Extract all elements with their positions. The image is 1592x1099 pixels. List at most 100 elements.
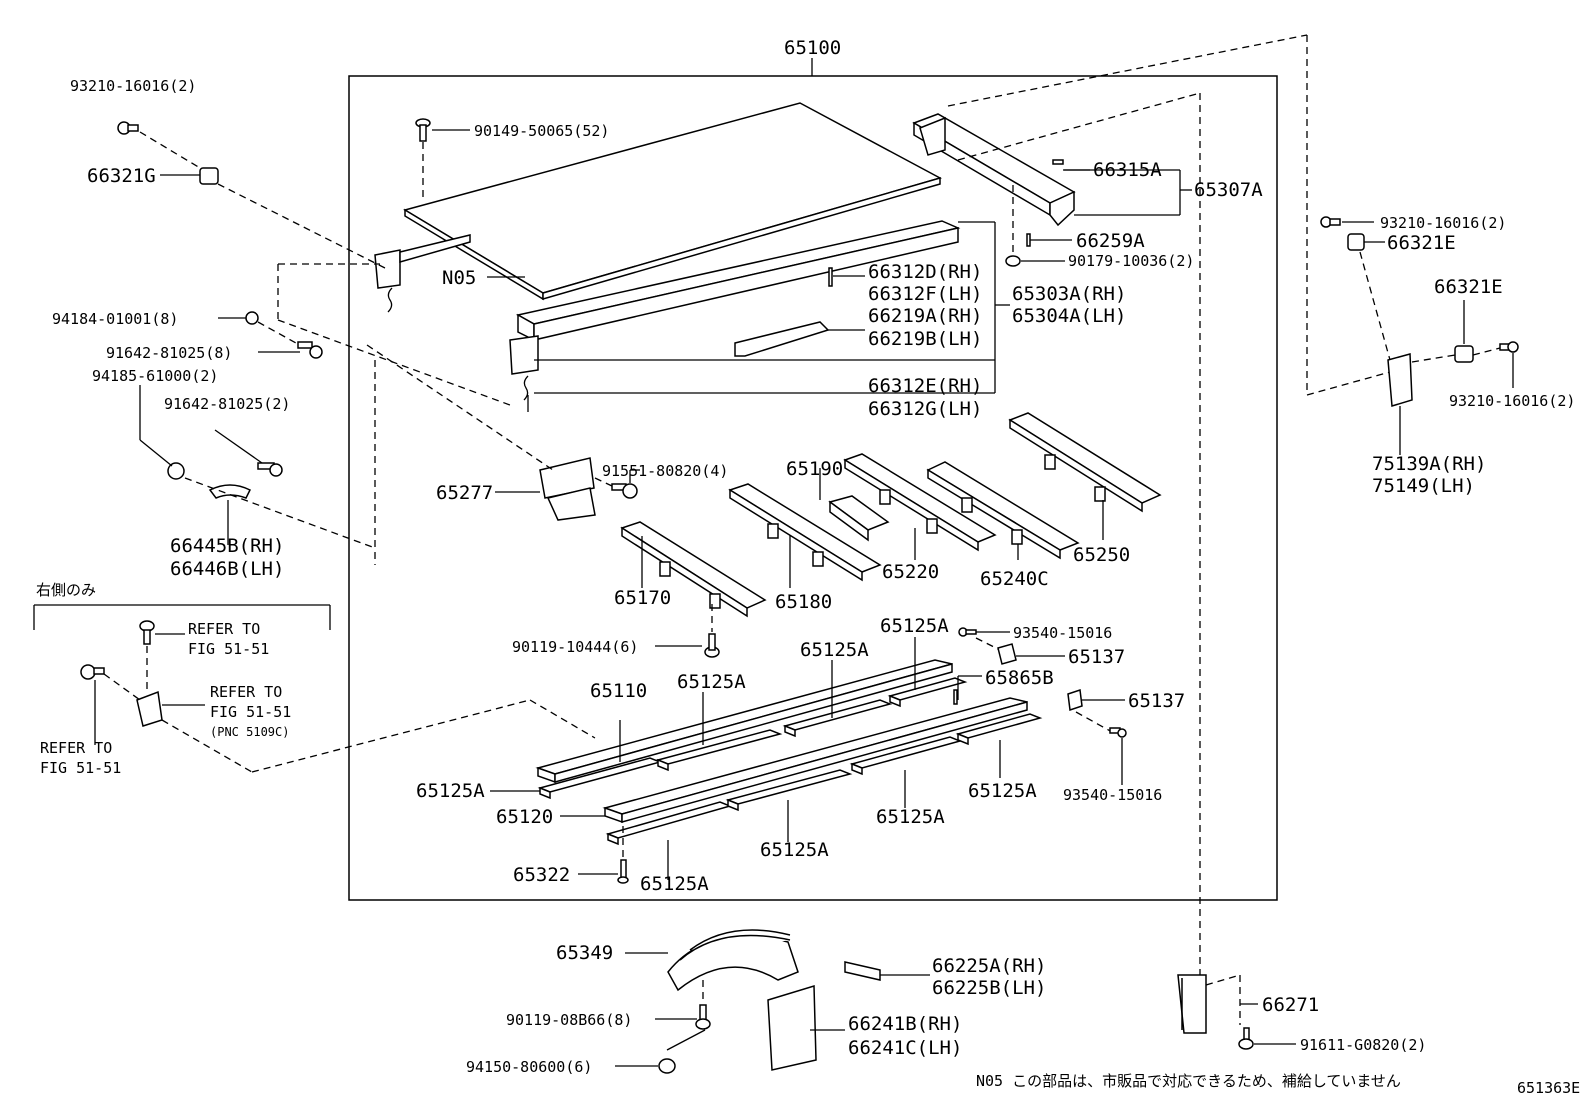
bolt-91642b-icon [257,462,283,477]
label-65220: 65220 [882,561,939,583]
label-66225B: 66225B(LH) [932,977,1046,999]
label-90149: 90149-50065(52) [474,122,609,140]
label-66321G: 66321G [87,165,156,187]
label-refer3a: REFER TO [40,739,112,757]
label-refer1b: FIG 51-51 [188,640,269,658]
label-66312E: 66312E(RH) [868,375,982,397]
label-66445B: 66445B(RH) [170,535,284,557]
footnote: N05 この部品は、市販品で対応できるため、補給していません [976,1072,1401,1090]
label-93540-a: 93540-15016 [1013,624,1112,642]
label-65125A-8: 65125A [640,873,709,895]
strip-65125A-group [537,677,1043,846]
bolt-refer-left-icon [80,664,105,680]
label-refer2c: (PNC 5109C) [210,725,289,739]
label-66271: 66271 [1262,994,1319,1016]
nut-90179-icon [1005,255,1021,267]
step-66271-icon [1177,974,1207,1034]
hook-66445B-icon [208,484,252,499]
label-66259A: 66259A [1076,230,1145,252]
crossmember-65180-shape [728,483,882,582]
bracket-66225A-icon [844,961,881,981]
label-66241C: 66241C(LH) [848,1037,962,1059]
bolt-refer-icon [139,620,155,645]
label-65322: 65322 [513,864,570,886]
sill-65120-shape [602,697,1028,824]
crossmember-65190-shape [828,495,890,542]
label-93210-r2: 93210-16016(2) [1449,392,1575,410]
label-65125A-6: 65125A [876,806,945,828]
label-65190: 65190 [786,458,843,480]
bracket-65137a-icon [997,643,1017,665]
bolt-93540b-icon [1109,727,1127,738]
label-refer2b: FIG 51-51 [210,703,291,721]
label-65303A: 65303A(RH) [1012,283,1126,305]
bolt-93210-r2-icon [1499,341,1519,353]
label-91551: 91551-80820(4) [602,462,728,480]
pin-65865B-icon [953,689,958,705]
bolt-91551-icon [611,483,638,499]
bolt-90119-icon [704,633,720,658]
label-65865B: 65865B [985,667,1054,689]
label-65180: 65180 [775,591,832,613]
label-65170: 65170 [614,587,671,609]
label-66219B: 66219B(LH) [868,328,982,350]
label-91642b: 91642-81025(2) [164,395,290,413]
label-66312D: 66312D(RH) [868,261,982,283]
label-65250: 65250 [1073,544,1130,566]
label-65100: 65100 [784,37,841,59]
washer-94184-icon [245,311,259,325]
label-refer3b: FIG 51-51 [40,759,121,777]
label-65125A-4: 65125A [416,780,485,802]
crossmember-65240C-shape [926,461,1080,560]
label-93210-r1: 93210-16016(2) [1380,214,1506,232]
bracket-66219A-icon [734,321,830,357]
screw-90149-icon [415,118,431,142]
label-91611: 91611-G0820(2) [1300,1036,1426,1054]
label-65137-a: 65137 [1068,646,1125,668]
label-65240C: 65240C [980,568,1049,590]
label-66219A: 66219A(RH) [868,305,982,327]
label-94184: 94184-01001(8) [52,310,178,328]
bracket-65137b-icon [1067,688,1083,712]
label-66312F: 66312F(LH) [868,283,982,305]
label-65125A-3: 65125A [677,671,746,693]
bolt-93210-topleft-icon [117,121,139,135]
label-65307A: 65307A [1194,179,1263,201]
label-65137-b: 65137 [1128,690,1185,712]
label-66321E-1: 66321E [1387,232,1456,254]
pin-66315A-icon [1052,159,1064,165]
hinge-65277-icon [539,457,596,521]
block-66321E-r1-icon [1347,233,1365,251]
label-93210-topleft: 93210-16016(2) [70,77,196,95]
label-65125A-2: 65125A [800,639,869,661]
bolt-93210-r1-icon [1320,216,1341,228]
sill-65110-shape [535,659,953,784]
label-75149: 75149(LH) [1372,475,1475,497]
label-66446B: 66446B(LH) [170,558,284,580]
bracket-75139A-icon [1387,353,1413,407]
label-66312G: 66312G(LH) [868,398,982,420]
label-90119-b: 90119-08B66(8) [506,1011,632,1029]
bolt-93540a-icon [958,627,977,637]
label-refer1a: REFER TO [188,620,260,638]
assembly-frame-65100 [348,75,1278,901]
mudguard-65349-shape [667,929,799,992]
label-65277: 65277 [436,482,493,504]
label-65125A-5: 65125A [968,780,1037,802]
block-66321G-icon [199,167,219,185]
crossmember-65170-shape [620,521,767,618]
nut-94150-icon [658,1058,676,1074]
bolt-91611-icon [1238,1027,1254,1050]
label-66321E-2: 66321E [1434,276,1503,298]
label-65349: 65349 [556,942,613,964]
screw-65322-icon [617,859,629,884]
mudflap-66241B-shape [767,984,817,1071]
label-N05: N05 [442,267,476,289]
label-65125A-7: 65125A [760,839,829,861]
label-65125A-1: 65125A [880,615,949,637]
label-94185: 94185-61000(2) [92,367,218,385]
pin-66312D-icon [828,267,833,287]
side-bracket-left-icon [374,249,401,289]
label-75139A: 75139A(RH) [1372,453,1486,475]
